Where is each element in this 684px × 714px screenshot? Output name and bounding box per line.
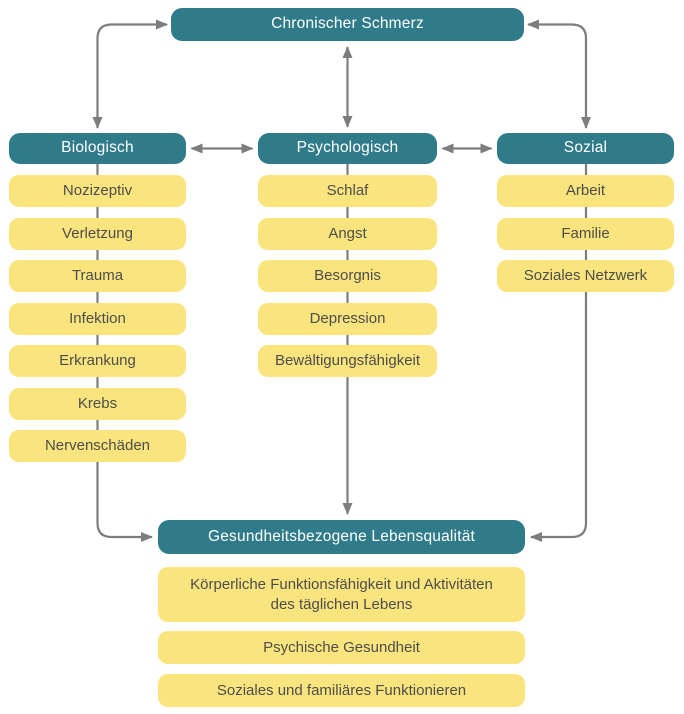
column-header-psychological: Psychologisch bbox=[258, 133, 437, 164]
list-item-trauma: Trauma bbox=[9, 260, 186, 292]
list-item-depression: Depression bbox=[258, 303, 437, 335]
list-item-infection: Infektion bbox=[9, 303, 186, 335]
list-item-nociceptive: Nozizeptiv bbox=[9, 175, 186, 207]
arrow-pain-social bbox=[527, 19, 591, 129]
outcome-item-mental-health: Psychische Gesundheit bbox=[158, 631, 525, 664]
list-item-sleep: Schlaf bbox=[258, 175, 437, 207]
list-item-worry: Besorgnis bbox=[258, 260, 437, 292]
list-item-anxiety: Angst bbox=[258, 218, 437, 250]
column-header-biological: Biologisch bbox=[9, 133, 186, 164]
list-item-nerve-damage: Nervenschäden bbox=[9, 430, 186, 462]
arrow-pain-biological bbox=[92, 19, 168, 129]
outcome-item-physical-functioning: Körperliche Funktionsfähigkeit und Aktiv… bbox=[158, 567, 525, 622]
column-header-social: Sozial bbox=[497, 133, 674, 164]
node-chronic-pain: Chronischer Schmerz bbox=[171, 8, 524, 41]
list-item-disease: Erkrankung bbox=[9, 345, 186, 377]
outcome-item-social-family-functioning: Soziales und familiäres Funktionieren bbox=[158, 674, 525, 707]
arrow-social-outcome bbox=[530, 164, 588, 542]
list-item-injury: Verletzung bbox=[9, 218, 186, 250]
list-item-social-network: Soziales Netzwerk bbox=[497, 260, 674, 292]
list-item-family: Familie bbox=[497, 218, 674, 250]
arrow-biological-outcome bbox=[96, 164, 153, 542]
list-item-cancer: Krebs bbox=[9, 388, 186, 420]
list-item-work: Arbeit bbox=[497, 175, 674, 207]
list-item-coping: Bewältigungsfähigkeit bbox=[258, 345, 437, 377]
node-health-related-quality-of-life: Gesundheitsbezogene Lebensqualität bbox=[158, 520, 525, 554]
